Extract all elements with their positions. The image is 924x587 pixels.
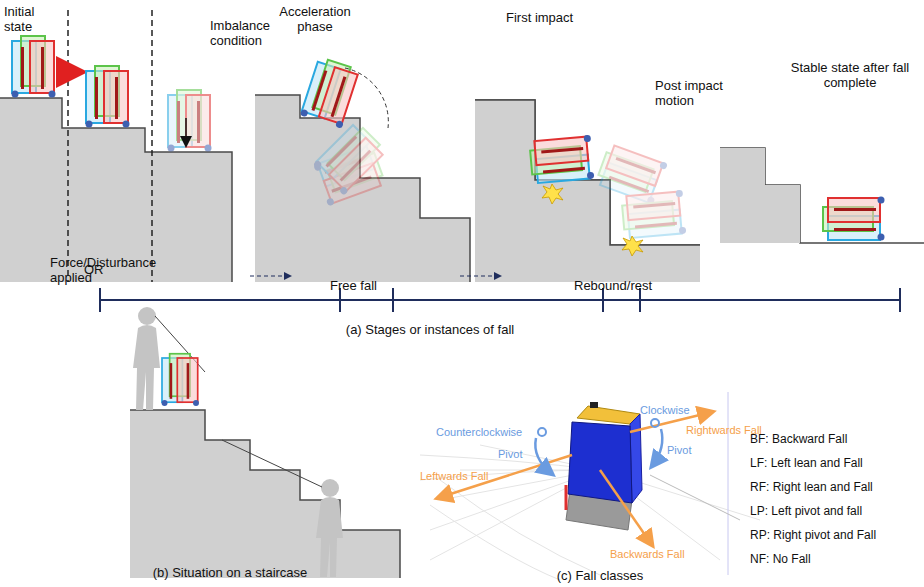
- label-text: RF: Right lean and Fall: [750, 480, 920, 494]
- label-text: (b) Situation on a staircase: [120, 565, 340, 580]
- label-text: Initial state: [4, 4, 54, 34]
- label-text: Rebound/rest: [574, 278, 674, 293]
- label-text: Post impact motion: [655, 78, 735, 108]
- label-text: Acceleration phase: [270, 4, 360, 34]
- label-text: Stable state after fall complete: [790, 60, 910, 90]
- label-text: Force/Disturbance applied: [50, 255, 180, 285]
- label-text: Counterclockwise: [436, 426, 546, 439]
- label-text: BF: Backward Fall: [750, 432, 920, 446]
- label-text: Leftwards Fall: [420, 470, 510, 483]
- label-text: Clockwise: [640, 404, 710, 417]
- label-text: (a) Stages or instances of fall: [300, 322, 560, 337]
- label-text: RP: Right pivot and Fall: [750, 528, 920, 542]
- label-text: NF: No Fall: [750, 552, 920, 566]
- label-text: First impact: [506, 10, 596, 25]
- label-text: Pivot: [498, 448, 538, 461]
- label-text: Pivot: [667, 444, 707, 457]
- label-text: Free fall: [330, 278, 410, 293]
- label-text: LP: Left pivot and fall: [750, 504, 920, 518]
- label-text: Backwards Fall: [610, 548, 710, 561]
- label-text: (c) Fall classes: [500, 568, 700, 583]
- label-text: Imbalance condition: [210, 18, 290, 48]
- label-text: LF: Left lean and Fall: [750, 456, 920, 470]
